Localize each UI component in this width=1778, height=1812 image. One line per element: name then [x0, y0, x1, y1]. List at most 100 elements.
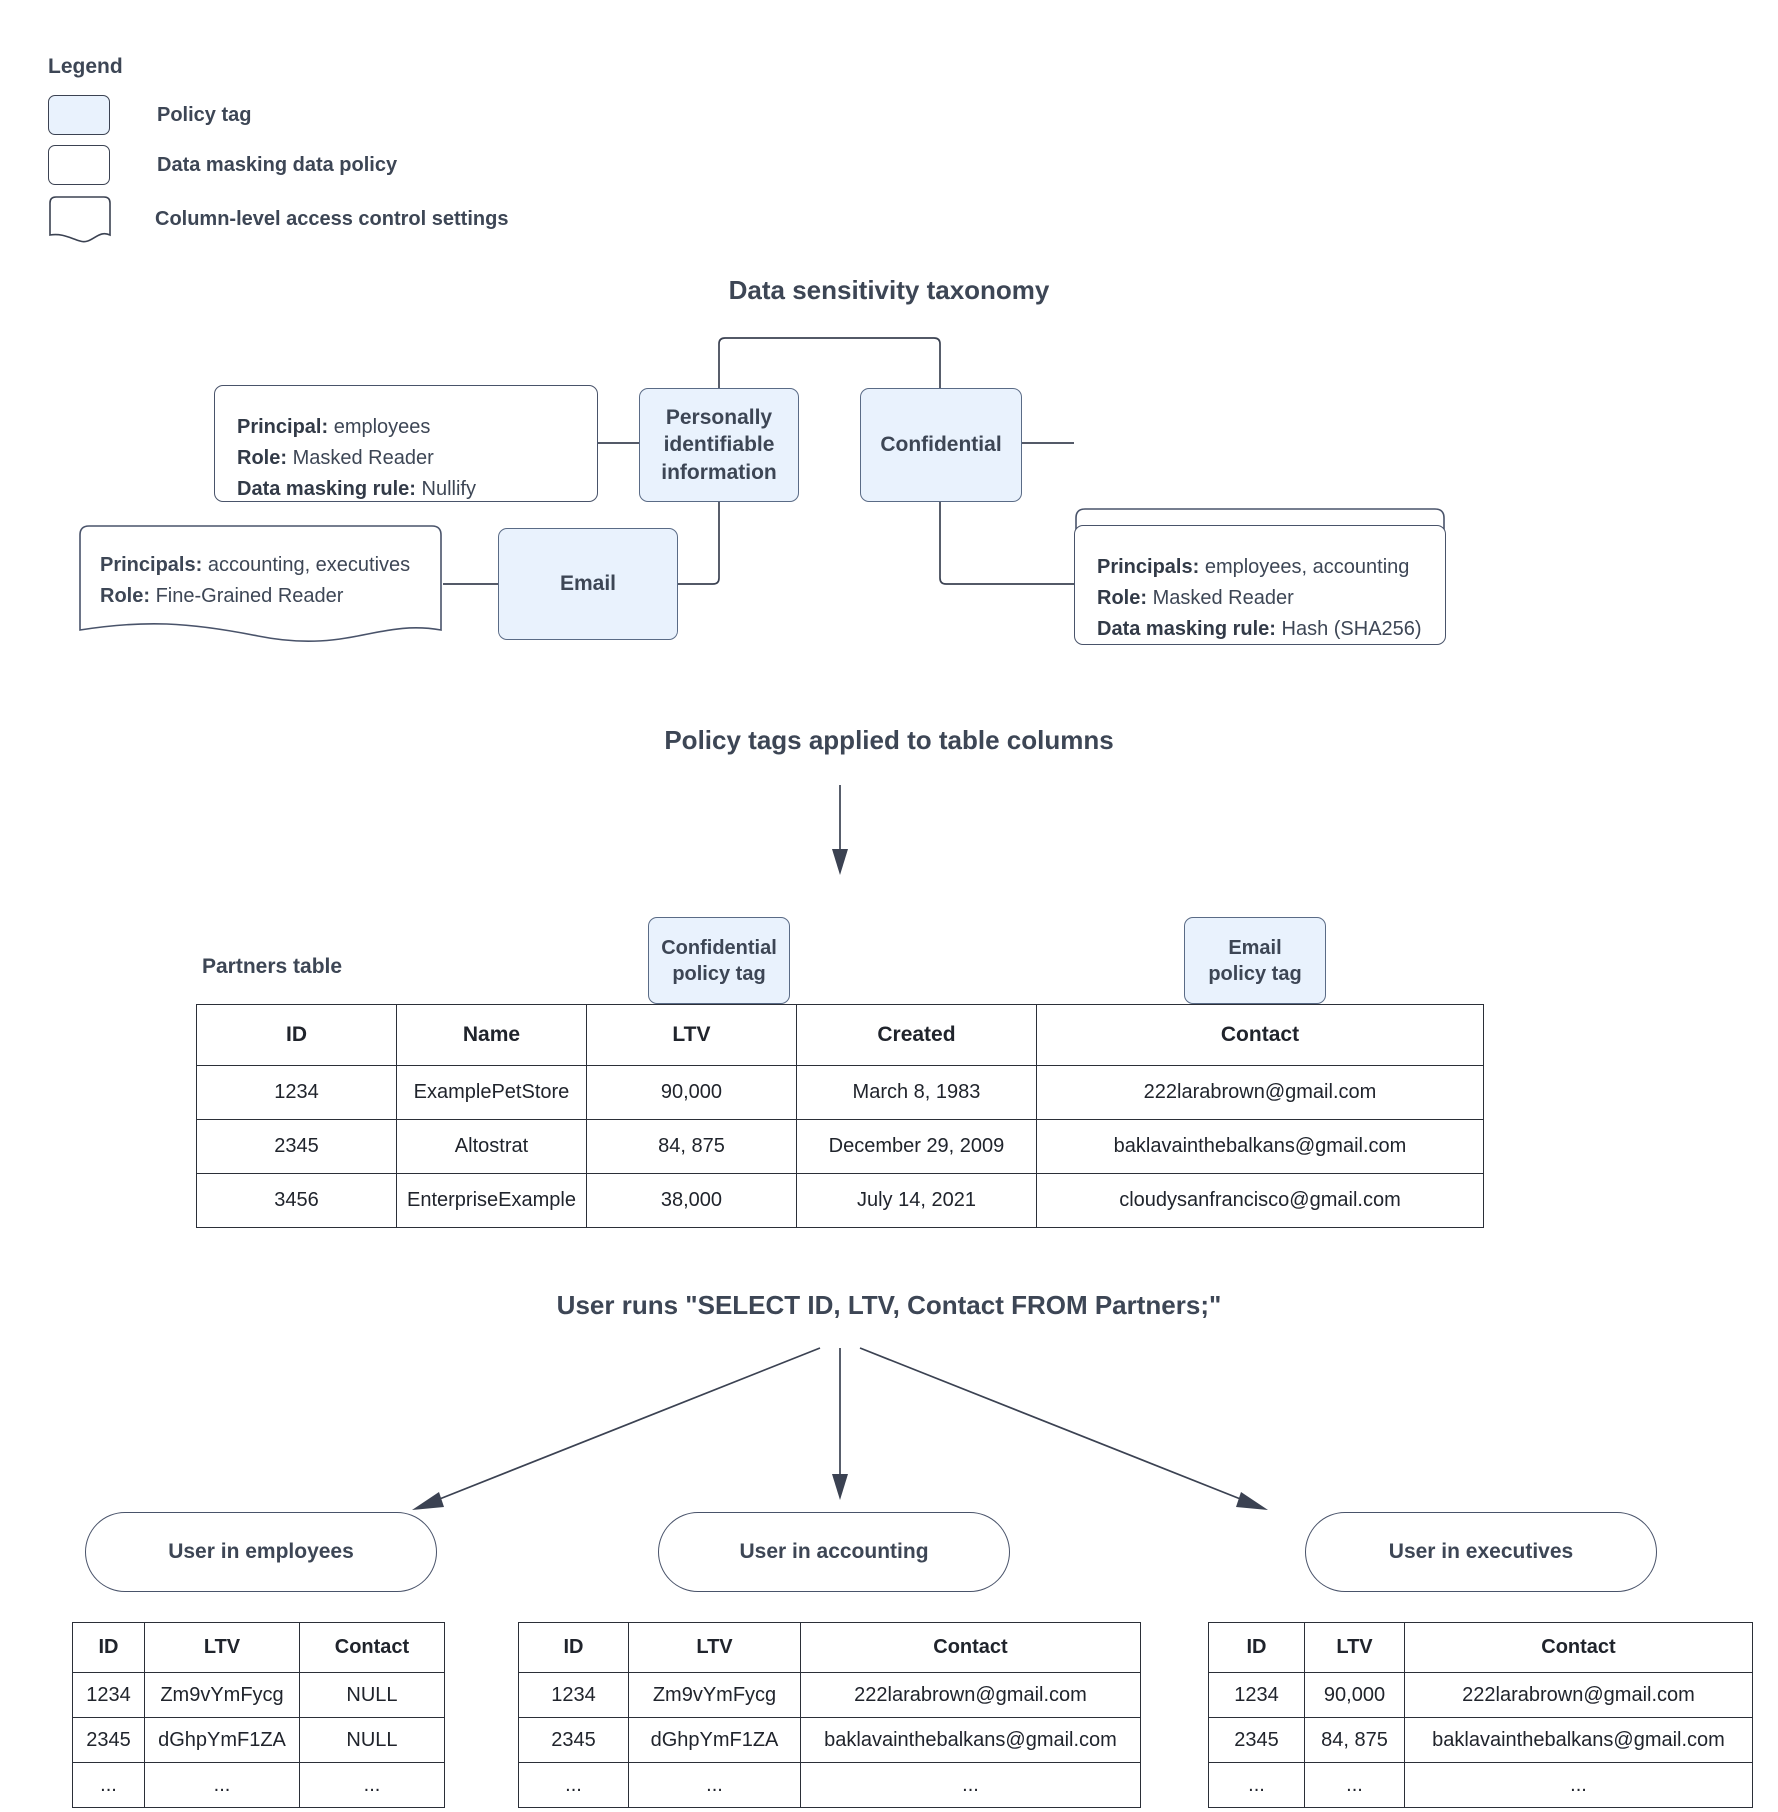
policy-tag-email[interactable]: Email	[498, 528, 678, 640]
result-col-contact: Contact	[800, 1622, 1141, 1673]
result-col-contact: Contact	[1404, 1622, 1753, 1673]
callout-email-policy-tag[interactable]: Email policy tag	[1184, 917, 1326, 1004]
callout-confidential-line1: Confidential	[661, 936, 777, 959]
confmask-role-label: Role	[1097, 587, 1141, 609]
cell: ...	[299, 1762, 445, 1808]
confmask-rule-value: Hash (SHA256)	[1281, 618, 1422, 640]
cell: Zm9vYmFycg	[144, 1672, 300, 1718]
email-role-value: Fine-Grained Reader	[155, 585, 344, 607]
pii-principal-label: Principal:	[237, 416, 329, 438]
table-row: 2345 dGhpYmF1ZA NULL	[72, 1717, 445, 1763]
cell: 222larabrown@gmail.com	[1035, 1065, 1485, 1120]
actor-user-in-executives[interactable]: User in executives	[1305, 1512, 1657, 1592]
callout-confidential-line2: policy tag	[672, 962, 766, 985]
cell: dGhpYmF1ZA	[628, 1717, 801, 1763]
cell: 90,000	[585, 1065, 797, 1120]
legend-item-policy-tag: Policy tag	[48, 95, 251, 135]
cell: baklavainthebalkans@gmail.com	[1404, 1717, 1753, 1763]
cell: 3456	[196, 1173, 397, 1228]
result-col-id: ID	[518, 1622, 629, 1673]
cell: ...	[628, 1762, 801, 1808]
email-role-row: Role: Fine-Grained Reader	[100, 585, 344, 607]
callout-email-line1: Email	[1228, 936, 1282, 959]
policy-tag-pii[interactable]: Personally identifiable information	[639, 388, 799, 502]
result-col-contact: Contact	[299, 1622, 445, 1673]
table-row: 1234 ExamplePetStore 90,000 March 8, 198…	[196, 1065, 1485, 1120]
cell: 2345	[518, 1717, 629, 1763]
legend-title: Legend	[48, 55, 123, 78]
data-policy-pii-masking[interactable]: Principal: employees Role: Masked Reader…	[214, 385, 598, 502]
cell: cloudysanfrancisco@gmail.com	[1035, 1173, 1485, 1228]
confmask-rule-row: Data masking rule: Hash (SHA256)	[1097, 614, 1423, 645]
table-row: 2345 dGhpYmF1ZA baklavainthebalkans@gmai…	[518, 1717, 1141, 1763]
callout-confidential-policy-tag[interactable]: Confidential policy tag	[648, 917, 790, 1004]
legend-label-policy-tag: Policy tag	[157, 103, 252, 126]
table-row: 2345 Altostrat 84, 875 December 29, 2009…	[196, 1119, 1485, 1174]
cell: 2345	[196, 1119, 397, 1174]
query-section-title: User runs "SELECT ID, LTV, Contact FROM …	[556, 1290, 1222, 1320]
access-control-email[interactable]: Principals: accounting, executives Role:…	[78, 524, 443, 646]
pii-principal-row: Principal: employees	[237, 412, 575, 443]
table-row: 1234 Zm9vYmFycg NULL	[72, 1672, 445, 1718]
cell: 84, 875	[585, 1119, 797, 1174]
policy-tag-confidential[interactable]: Confidential	[860, 388, 1022, 502]
legend-label-column-access: Column-level access control settings	[155, 207, 509, 230]
cell: ...	[518, 1762, 629, 1808]
cell: 1234	[518, 1672, 629, 1718]
data-policy-confidential-masking[interactable]: Principals: employees, accounting Role: …	[1074, 525, 1446, 645]
cell: ...	[1404, 1762, 1753, 1808]
actor-user-in-accounting[interactable]: User in accounting	[658, 1512, 1010, 1592]
actor-label: User in executives	[1388, 1540, 1574, 1563]
pii-principal-value: employees	[333, 416, 431, 438]
policy-tag-pii-label: Personally identifiable information	[661, 406, 777, 484]
pii-role-label: Role	[237, 447, 281, 469]
partners-col-ltv: LTV	[585, 1004, 797, 1066]
partners-table: ID Name LTV Created Contact 1234 Example…	[196, 1004, 1485, 1228]
taxonomy-section-title: Data sensitivity taxonomy	[728, 275, 1050, 305]
cell: ...	[72, 1762, 145, 1808]
access-control-email-content: Principals: accounting, executives Role:…	[78, 524, 443, 646]
cell: 38,000	[585, 1173, 797, 1228]
actor-label: User in accounting	[739, 1540, 929, 1563]
callout-email-line2: policy tag	[1208, 962, 1302, 985]
cell: ExamplePetStore	[396, 1065, 587, 1120]
result-col-ltv: LTV	[144, 1622, 300, 1673]
cell: baklavainthebalkans@gmail.com	[800, 1717, 1141, 1763]
policy-tag-email-label: Email	[559, 572, 617, 596]
table-row: 1234 Zm9vYmFycg 222larabrown@gmail.com	[518, 1672, 1141, 1718]
result-col-id: ID	[1208, 1622, 1305, 1673]
pii-role-row: Role: Masked Reader	[237, 447, 434, 469]
cell: baklavainthebalkans@gmail.com	[1035, 1119, 1485, 1174]
result-table-accounting-wrapper: ID LTV Contact 1234 Zm9vYmFycg 222larabr…	[518, 1622, 1141, 1808]
table-row: 2345 84, 875 baklavainthebalkans@gmail.c…	[1208, 1717, 1753, 1763]
result-table-executives-wrapper: ID LTV Contact 1234 90,000 222larabrown@…	[1208, 1622, 1753, 1808]
data-masking-swatch-icon	[48, 145, 110, 185]
cell: dGhpYmF1ZA	[144, 1717, 300, 1763]
policy-tags-section-title: Policy tags applied to table columns	[664, 725, 1114, 755]
result-col-id: ID	[72, 1622, 145, 1673]
result-col-ltv: LTV	[1304, 1622, 1405, 1673]
cell: 222larabrown@gmail.com	[800, 1672, 1141, 1718]
cell: Altostrat	[396, 1119, 587, 1174]
result-table-employees: ID LTV Contact 1234 Zm9vYmFycg NULL 2345…	[72, 1622, 445, 1808]
actor-user-in-employees[interactable]: User in employees	[85, 1512, 437, 1592]
confmask-role-row: Role: Masked Reader	[1097, 587, 1294, 609]
result-header-row: ID LTV Contact	[518, 1622, 1141, 1673]
result-header-row: ID LTV Contact	[1208, 1622, 1753, 1673]
legend-item-column-access: Column-level access control settings	[48, 195, 508, 243]
policy-tag-confidential-label: Confidential	[880, 433, 1002, 457]
email-role-label: Role	[100, 585, 144, 607]
result-header-row: ID LTV Contact	[72, 1622, 445, 1673]
confmask-role-value: Masked Reader	[1152, 587, 1294, 609]
partners-col-id: ID	[196, 1004, 397, 1066]
cell: March 8, 1983	[795, 1065, 1037, 1120]
cell: 1234	[1208, 1672, 1305, 1718]
partners-col-contact: Contact	[1035, 1004, 1485, 1066]
cell: 222larabrown@gmail.com	[1404, 1672, 1753, 1718]
table-row: 3456 EnterpriseExample 38,000 July 14, 2…	[196, 1173, 1485, 1228]
legend-label-data-masking: Data masking data policy	[157, 153, 398, 176]
table-row: ... ... ...	[1208, 1762, 1753, 1808]
result-col-ltv: LTV	[628, 1622, 801, 1673]
column-access-swatch-icon	[48, 195, 111, 243]
